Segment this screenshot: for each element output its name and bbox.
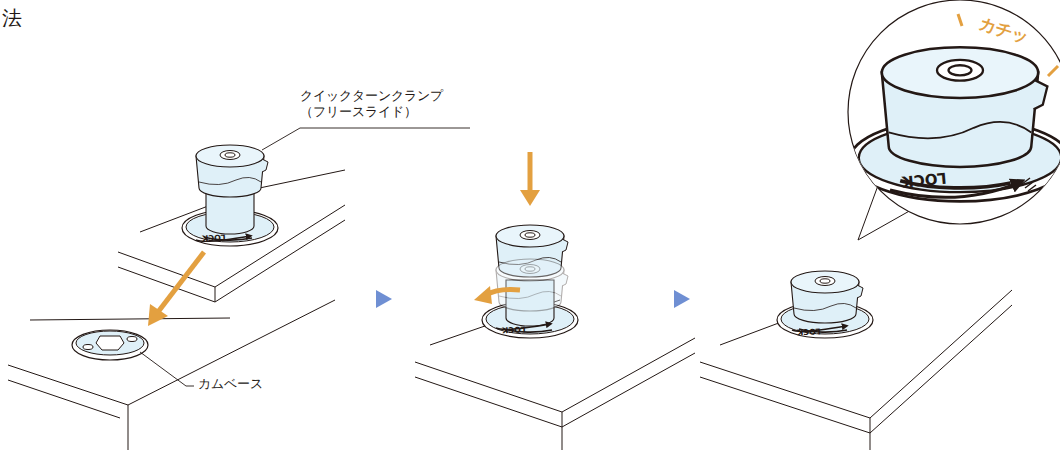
cam-base [72,330,148,360]
lock-marking: LOCK [797,326,821,337]
quick-turn-clamp [482,225,578,338]
board [8,300,335,450]
part-name: クイックターンクランプ （フリースライド） [300,88,450,121]
quick-turn-clamp [777,271,873,338]
lock-marking: LOCK [202,232,226,243]
zoom-circle [848,0,1060,224]
heading-fragment: 法 [2,6,22,31]
part-name: カムベース [198,376,263,392]
quick-turn-clamp [182,145,278,246]
lock-marking: LOCK [901,168,947,191]
lock-marking: LOCK [502,324,526,335]
board [415,300,695,450]
